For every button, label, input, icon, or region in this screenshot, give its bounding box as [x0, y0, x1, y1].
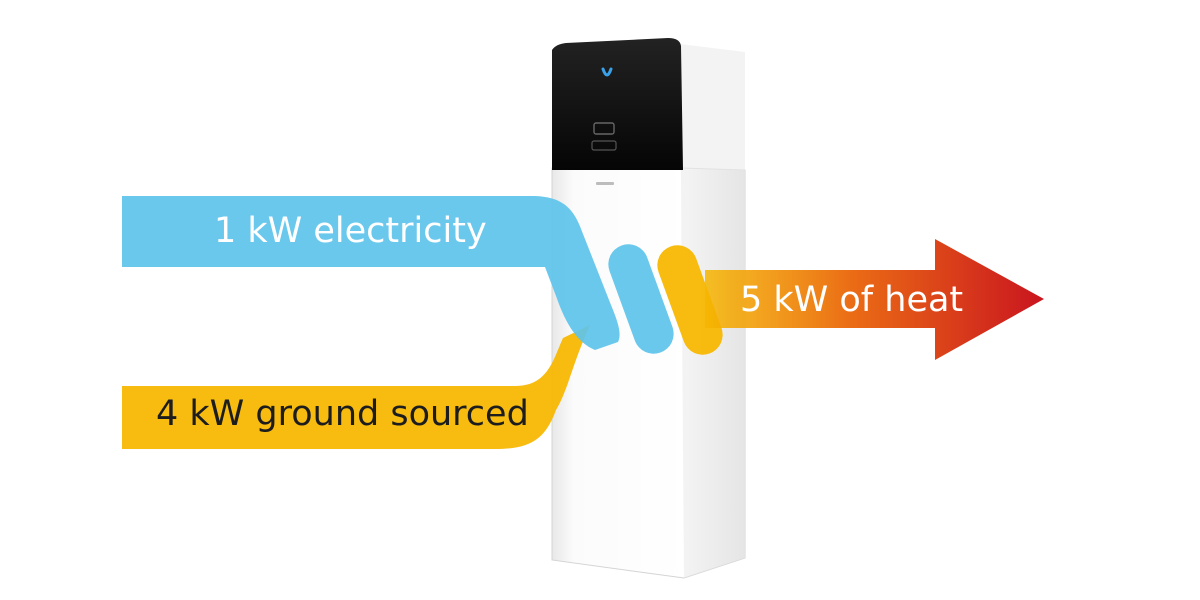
electricity-flow-band — [122, 196, 620, 350]
display-screen-icon — [593, 122, 615, 135]
control-buttons-icon — [591, 140, 617, 151]
electricity-flow — [122, 196, 674, 354]
ground-source-label: 4 kW ground sourced — [156, 394, 529, 434]
electricity-label: 1 kW electricity — [214, 211, 487, 251]
unit-control-panel — [552, 38, 683, 170]
electricity-loop-segment — [608, 244, 674, 354]
ground-flow-band — [122, 325, 590, 449]
heat-output-label: 5 kW of heat — [740, 280, 963, 320]
indicator-light-icon — [601, 67, 613, 77]
heat-output-arrow — [705, 239, 1044, 360]
brand-logo — [596, 182, 614, 185]
